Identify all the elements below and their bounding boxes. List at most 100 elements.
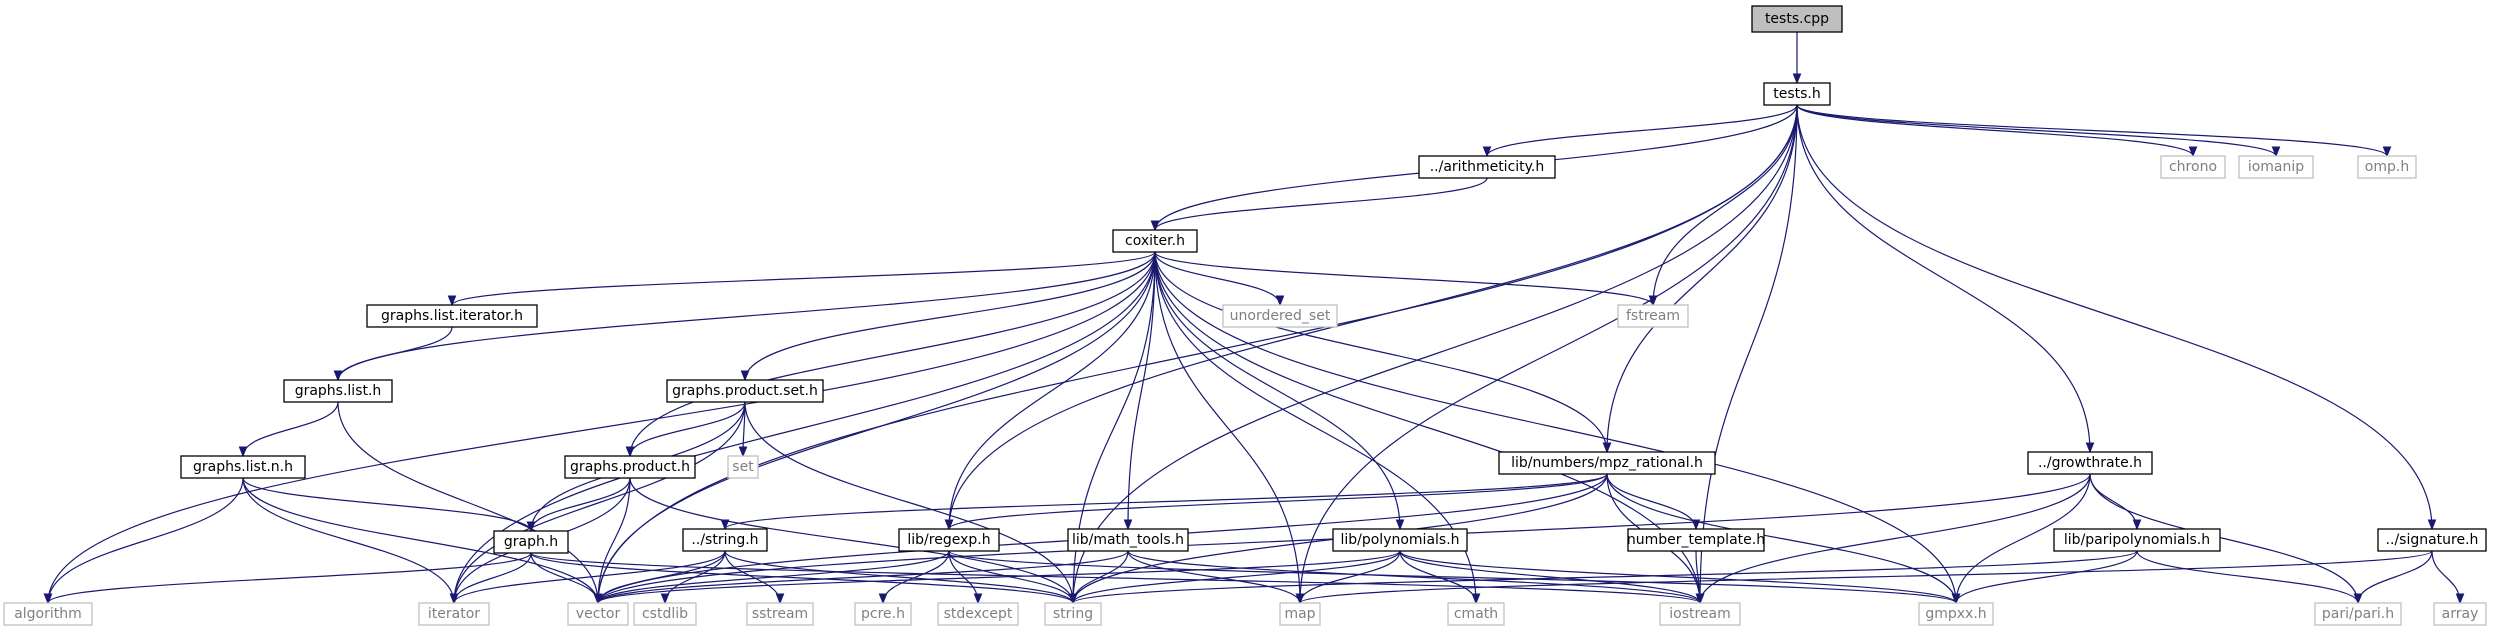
node-box bbox=[1763, 82, 1831, 106]
node-label: omp.h bbox=[2365, 159, 2409, 175]
node-signature-h[interactable]: ../signature.h bbox=[2377, 528, 2487, 552]
edge-polynomials_h-to-gmpxx_h bbox=[1399, 550, 1956, 604]
edge-number_template_h-to-iostream bbox=[1695, 550, 1700, 603]
node-box bbox=[1044, 602, 1102, 626]
node-label: lib/numbers/mpz_rational.h bbox=[1511, 455, 1703, 471]
node-label: iomanip bbox=[2248, 159, 2304, 175]
node-label: lib/polynomials.h bbox=[1340, 532, 1459, 548]
edge-coxiter_h-to-fstream bbox=[1154, 251, 1653, 306]
node-label: graphs.product.h bbox=[570, 459, 690, 475]
node-polynomials-h[interactable]: lib/polynomials.h bbox=[1332, 528, 1468, 552]
node-box bbox=[564, 455, 696, 479]
edge-string_h-to-string bbox=[724, 550, 1073, 604]
node-coxiter-h[interactable]: coxiter.h bbox=[1112, 229, 1198, 253]
node-mpz-rational-h[interactable]: lib/numbers/mpz_rational.h bbox=[1498, 451, 1716, 475]
node-string-h[interactable]: ../string.h bbox=[682, 528, 768, 552]
node-box bbox=[180, 455, 306, 479]
node-label: graphs.list.n.h bbox=[193, 459, 293, 475]
edge-regexp_h-to-gmpxx_h bbox=[948, 550, 1956, 604]
node-box bbox=[666, 379, 824, 403]
node-box bbox=[2053, 528, 2221, 552]
edge-coxiter_h-to-algorithm bbox=[48, 251, 1156, 603]
node-label: fstream bbox=[1626, 308, 1680, 324]
node-box bbox=[3, 602, 93, 626]
edge-signature_h-to-array bbox=[2431, 550, 2460, 603]
edge-tests_h-to-vector bbox=[598, 104, 1798, 603]
edge-math_tools_h-to-vector bbox=[598, 550, 1129, 604]
edge-tests_h-to-regexp_h bbox=[949, 104, 1798, 529]
node-label: ../signature.h bbox=[2386, 532, 2479, 548]
node-tests-h[interactable]: tests.h bbox=[1763, 82, 1831, 106]
edge-string_h-to-iterator bbox=[454, 550, 726, 604]
edge-graph_h-to-string bbox=[530, 552, 1073, 604]
edge-string_h-to-sstream bbox=[724, 550, 780, 604]
node-array: array bbox=[2433, 602, 2487, 626]
node-label: gmpxx.h bbox=[1925, 606, 1986, 622]
edge-graph_h-to-vector bbox=[530, 552, 598, 604]
node-paripolynomials-h[interactable]: lib/paripolynomials.h bbox=[2053, 528, 2221, 552]
edge-string_h-to-vector bbox=[598, 550, 726, 604]
node-tests-cpp[interactable]: tests.cpp bbox=[1751, 5, 1843, 33]
node-label: unordered_set bbox=[1230, 308, 1331, 324]
node-number-template-h[interactable]: number_template.h bbox=[1627, 528, 1765, 552]
edge-coxiter_h-to-math_tools_h bbox=[1128, 251, 1156, 529]
node-box bbox=[1332, 528, 1468, 552]
node-box bbox=[1751, 5, 1843, 33]
node-graphs-product-set-h[interactable]: graphs.product.set.h bbox=[666, 379, 824, 403]
edge-tests_h-to-omp_h bbox=[1796, 104, 2387, 157]
edge-graphs_product_h-to-string bbox=[629, 477, 1073, 603]
edge-graphs_list_iterator_h-to-graphs_list_h bbox=[338, 326, 453, 381]
node-label: lib/regexp.h bbox=[907, 532, 990, 548]
node-math-tools-h[interactable]: lib/math_tools.h bbox=[1067, 528, 1189, 552]
node-arithmeticity-h[interactable]: ../arithmeticity.h bbox=[1418, 155, 1556, 179]
node-box bbox=[1418, 155, 1556, 179]
node-box bbox=[1918, 602, 1994, 626]
node-box bbox=[1659, 602, 1741, 626]
node-cmath: cmath bbox=[1447, 602, 1505, 626]
edge-tests_h-to-chrono bbox=[1796, 104, 2193, 157]
node-fstream: fstream bbox=[1617, 304, 1689, 328]
edge-tests_h-to-iomanip bbox=[1796, 104, 2276, 157]
node-graphs-product-h[interactable]: graphs.product.h bbox=[564, 455, 696, 479]
node-graphs-list-n-h[interactable]: graphs.list.n.h bbox=[180, 455, 306, 479]
node-label: lib/paripolynomials.h bbox=[2064, 532, 2210, 548]
node-graph-h[interactable]: graph.h bbox=[493, 530, 569, 554]
node-label: pari/pari.h bbox=[2322, 606, 2394, 622]
node-box bbox=[1279, 602, 1321, 626]
node-label: iterator bbox=[428, 606, 480, 622]
node-string: string bbox=[1044, 602, 1102, 626]
node-label: coxiter.h bbox=[1125, 233, 1185, 249]
node-label: graphs.product.set.h bbox=[672, 383, 818, 399]
edge-graphs_list_n_h-to-iterator bbox=[242, 477, 454, 603]
node-box bbox=[854, 602, 912, 626]
node-graphs-list-h[interactable]: graphs.list.h bbox=[283, 379, 393, 403]
node-stdexcept: stdexcept bbox=[937, 602, 1019, 626]
node-growthrate-h[interactable]: ../growthrate.h bbox=[2027, 451, 2153, 475]
edge-regexp_h-to-pcre_h bbox=[883, 550, 950, 604]
node-regexp-h[interactable]: lib/regexp.h bbox=[898, 528, 1000, 552]
node-label: graph.h bbox=[504, 534, 558, 550]
node-label: number_template.h bbox=[1627, 532, 1765, 548]
edge-mpz_rational_h-to-string_h bbox=[725, 473, 1608, 530]
edge-mpz_rational_h-to-regexp_h bbox=[949, 473, 1608, 530]
edge-coxiter_h-to-unordered_set bbox=[1154, 251, 1280, 306]
node-label: chrono bbox=[2169, 159, 2217, 175]
edge-graphs_list_n_h-to-algorithm bbox=[48, 477, 244, 603]
edge-signature_h-to-map bbox=[1300, 550, 2433, 604]
edge-paripolynomials_h-to-string bbox=[1073, 550, 2138, 604]
node-sstream: sstream bbox=[746, 602, 814, 626]
edge-growthrate_h-to-iostream bbox=[1700, 473, 2091, 603]
edge-polynomials_h-to-vector bbox=[598, 550, 1401, 604]
node-cstdlib: cstdlib bbox=[633, 602, 697, 626]
edge-tests_h-to-map bbox=[1300, 104, 1798, 603]
edge-coxiter_h-to-polynomials_h bbox=[1154, 251, 1400, 529]
node-omp-h: omp.h bbox=[2357, 155, 2417, 179]
node-label: iostream bbox=[1669, 606, 1731, 622]
node-graphs-list-iterator-h[interactable]: graphs.list.iterator.h bbox=[366, 304, 538, 328]
node-label: string bbox=[1053, 606, 1093, 622]
edge-graphs_list_h-to-graphs_list_n_h bbox=[243, 401, 339, 457]
node-box bbox=[2314, 602, 2402, 626]
node-box bbox=[1627, 528, 1765, 552]
edge-graphs_list_n_h-to-vector bbox=[242, 477, 598, 603]
node-box bbox=[898, 528, 1000, 552]
